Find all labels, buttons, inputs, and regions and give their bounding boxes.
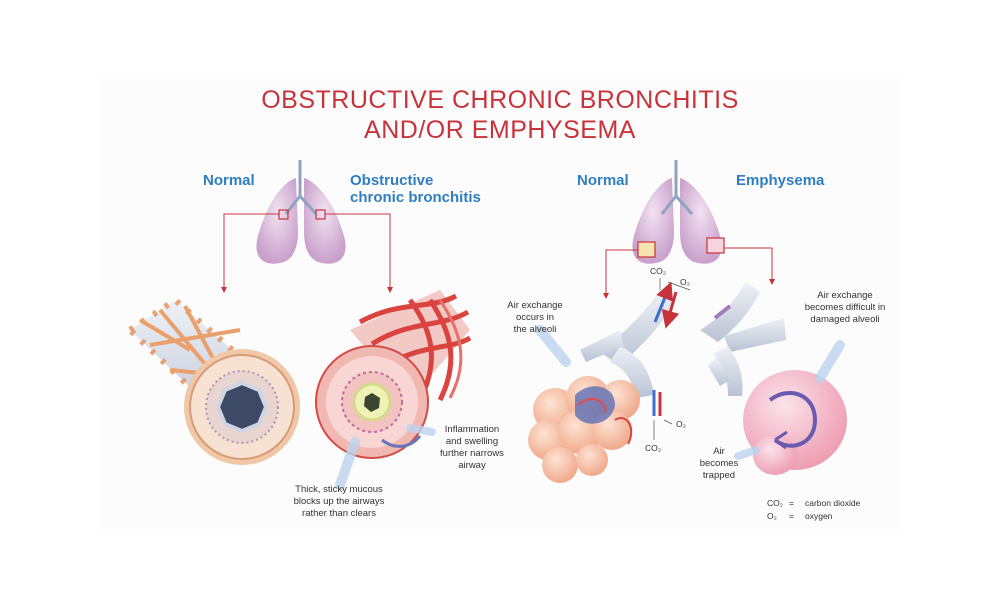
legend-o2-symbol: O₂ [767,511,777,521]
normal-alveoli-illustration [528,281,680,483]
mucus-pointer [335,437,360,490]
o2-label-top: O₂ [680,277,690,287]
trapped-caption-line1: Air [713,446,725,457]
inflammation-caption-line1: Inflammation [444,424,500,435]
air-exchange-caption: Air exchange occurs in the alveoli [490,300,580,336]
difficult-exchange-pointer [815,340,845,383]
o2-label-bottom: O₂ [676,419,686,429]
obstructed-bronchus-illustration [315,290,472,459]
obstructive-label-line1: Obstructive [350,172,434,189]
mucus-caption-line2: blocks up the airways [293,496,385,507]
inflammation-pointer [406,424,436,436]
difficult-caption-line2: becomes difficult in [804,302,886,313]
emphysema-label: Emphysema [736,172,825,189]
air-exchange-caption-line3: the alveoli [513,324,557,335]
legend-co2-text: carbon dioxide [805,498,861,508]
lungs-icon-left [256,160,346,264]
emphysema-alveoli-illustration [700,282,847,475]
inflammation-caption-line3: further narrows [440,448,504,459]
co2-label-top: CO₂ [650,266,667,276]
mucus-caption-line1: Thick, sticky mucous [295,484,383,495]
air-exchange-caption-line2: occurs in [515,312,554,323]
normal-bronchus-illustration [125,296,300,465]
legend-o2-text: oxygen [805,511,833,521]
inflammation-caption-line4: airway [458,460,486,471]
difficult-caption-line3: damaged alveoli [810,314,880,325]
normal-label-left: Normal [203,172,255,189]
diagram-title-line1: OBSTRUCTIVE CHRONIC BRONCHITIS [261,86,739,114]
trapped-air-pointer [734,446,760,460]
co2-label-bottom: CO₂ [645,443,662,453]
legend-co2-eq: = [789,498,794,508]
inflammation-caption: Inflammation and swelling further narrow… [426,424,518,472]
air-exchange-caption-line1: Air exchange [507,300,563,311]
obstructive-label-line2: chronic bronchitis [350,189,481,206]
trapped-caption-line2: becomes [699,458,739,469]
mucus-caption: Thick, sticky mucous blocks up the airwa… [274,484,404,520]
air-exchange-pointer [535,325,571,367]
difficult-exchange-caption: Air exchange becomes difficult in damage… [790,290,900,326]
difficult-caption-line1: Air exchange [817,290,873,301]
inflammation-caption-line2: and swelling [445,436,499,447]
normal-label-right: Normal [577,172,629,189]
pointer-arrows-left [221,213,393,293]
pointer-arrows-right [603,247,775,299]
lungs-icon-right [632,160,725,264]
legend-co2-symbol: CO₂ [767,498,784,508]
legend-o2-eq: = [789,511,794,521]
mucus-caption-line3: rather than clears [302,508,376,519]
trapped-caption-line3: trapped [702,470,736,481]
trapped-air-caption: Air becomes trapped [694,446,744,482]
diagram-title-line2: AND/OR EMPHYSEMA [364,116,636,144]
